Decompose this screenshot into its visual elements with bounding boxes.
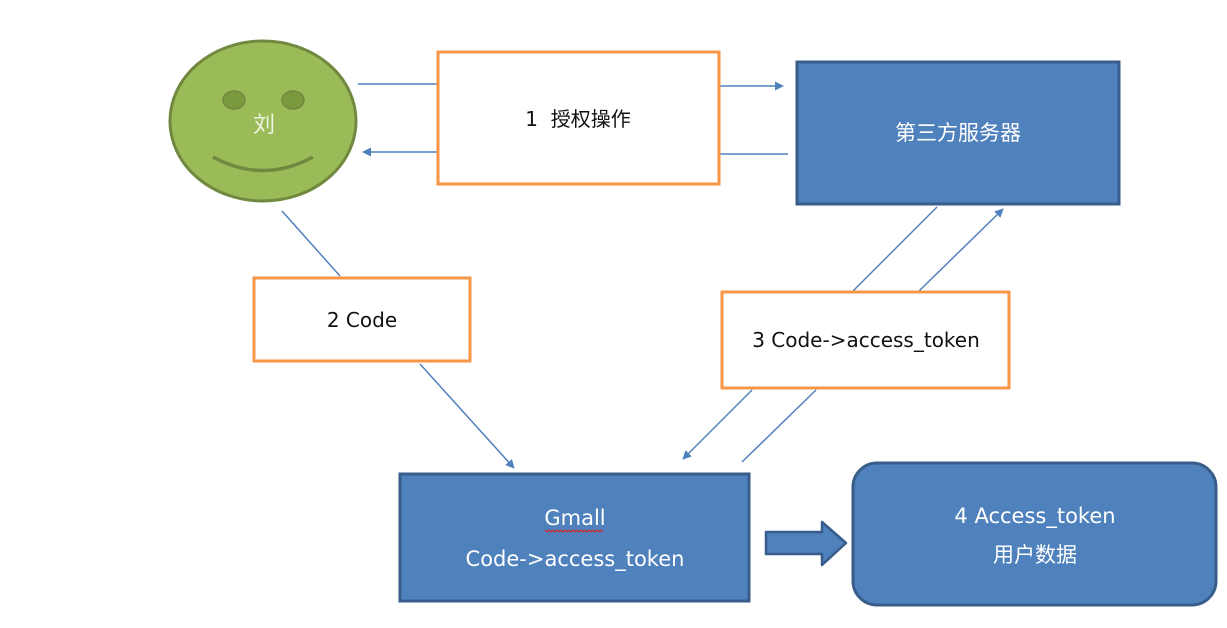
- step3-node: 3 Code->access_token: [720, 290, 1011, 390]
- gmall-node: Gmall Code->access_token: [398, 472, 751, 603]
- step4-subtitle: 用户数据: [993, 543, 1077, 567]
- smiley-face-icon: [168, 39, 358, 203]
- edge-third-party-to-step3: [852, 206, 938, 292]
- right-eye-icon: [281, 90, 305, 110]
- edge-step2-to-gmall: [419, 363, 515, 469]
- third-party-server-box: [795, 60, 1121, 206]
- step4-box: [851, 461, 1218, 607]
- step3-label: 3 Code->access_token: [752, 328, 980, 352]
- left-eye-icon: [222, 90, 246, 110]
- smile-icon: [212, 155, 314, 173]
- step1-label: 1 授权操作: [525, 107, 630, 131]
- block-arrow-icon: [764, 520, 848, 567]
- step3-box: [720, 290, 1011, 390]
- edge-step3-to-third-party: [918, 208, 1004, 292]
- connectors: [281, 81, 1004, 469]
- edge-gmall-to-step3: [741, 389, 817, 463]
- third-party-server-label: 第三方服务器: [895, 121, 1021, 145]
- third-party-server-node: 第三方服务器: [795, 60, 1121, 206]
- step1-box: [436, 50, 721, 186]
- edge-step3-to-gmall: [682, 389, 753, 460]
- user-label: 刘: [253, 113, 275, 138]
- spellcheck-underline: [544, 529, 604, 533]
- edge-user-to-step2: [281, 210, 341, 277]
- user-node: 刘: [168, 39, 358, 203]
- step2-box: [252, 276, 472, 363]
- step4-node: 4 Access_token 用户数据: [851, 461, 1218, 607]
- gmall-subtitle: Code->access_token: [466, 547, 685, 572]
- step1-node: 1 授权操作: [436, 50, 721, 186]
- step4-title: 4 Access_token: [954, 504, 1115, 529]
- gmall-box: [398, 472, 751, 603]
- step2-label: 2 Code: [327, 308, 397, 332]
- step2-node: 2 Code: [252, 276, 472, 363]
- gmall-title: Gmall: [544, 506, 605, 530]
